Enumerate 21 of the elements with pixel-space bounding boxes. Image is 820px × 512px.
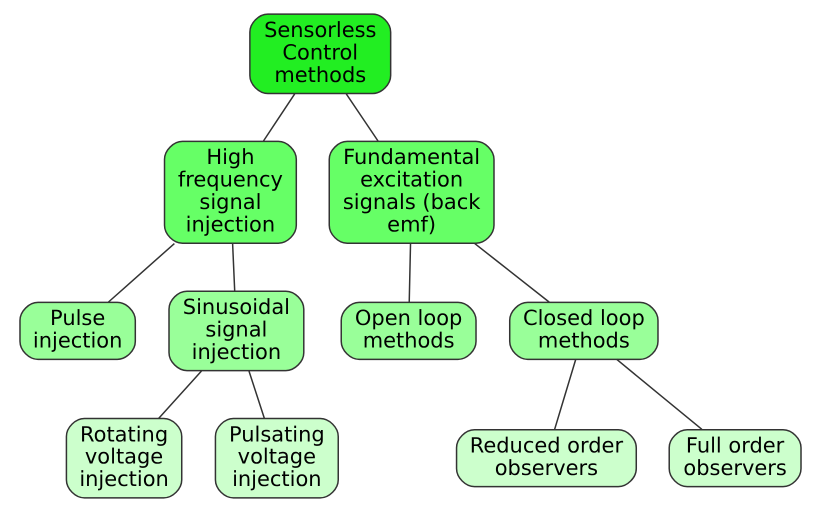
connector [408, 244, 411, 302]
connector [158, 370, 202, 419]
connector [248, 370, 265, 419]
node-box: Full order observers [668, 428, 802, 488]
node-box: Reduced order observers [455, 428, 637, 488]
node-box: Sensorless Control methods [248, 13, 391, 94]
node-box: Pulse injection [18, 302, 136, 360]
node-box: Rotating voltage injection [65, 418, 182, 499]
node-box: Pulsating voltage injection [214, 418, 338, 499]
node-box: High frequency signal injection [163, 140, 297, 244]
connector [474, 242, 550, 303]
connector [231, 244, 235, 292]
connector [345, 93, 378, 142]
connector [553, 359, 576, 430]
node-box: Fundamental excitation signals (back emf) [328, 140, 494, 244]
connector [616, 358, 702, 430]
node-box: Sinusoidal signal injection [168, 290, 304, 372]
node-box: Closed loop methods [508, 302, 658, 360]
connector [262, 93, 295, 142]
node-box: Open loop methods [340, 302, 476, 360]
connector [107, 242, 174, 303]
